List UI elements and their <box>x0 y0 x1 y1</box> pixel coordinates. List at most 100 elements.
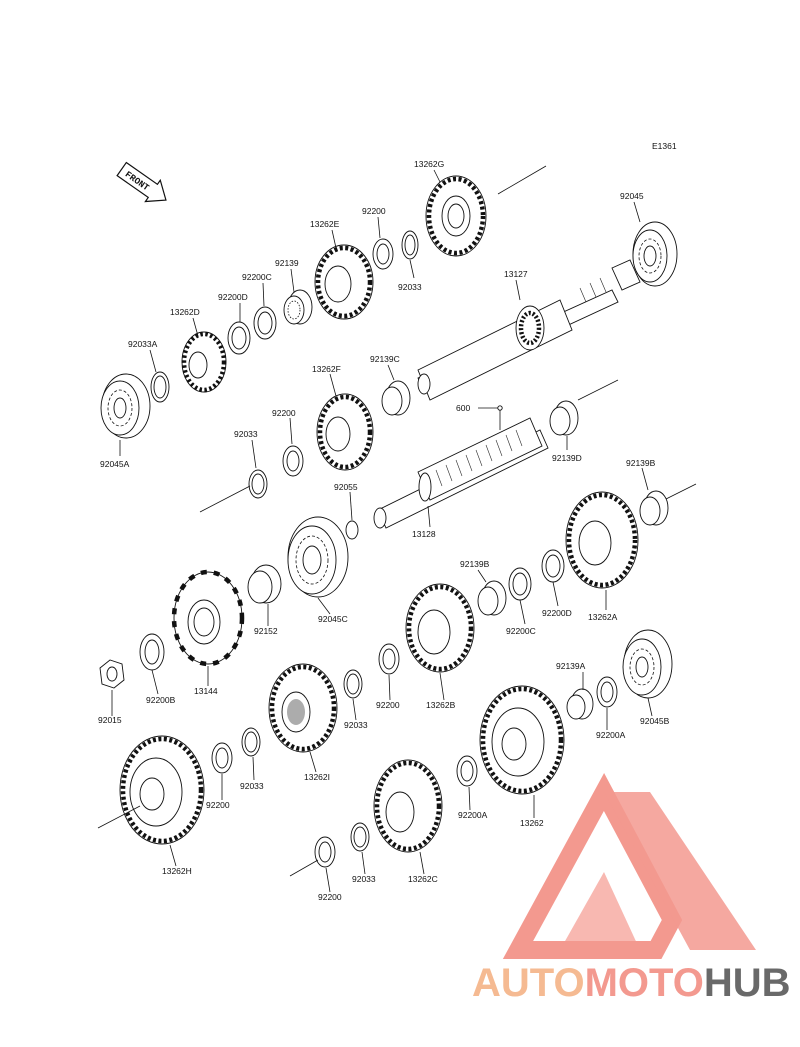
watermark-auto: AUTO <box>472 961 585 1005</box>
label-92015: 92015 <box>98 715 122 725</box>
part-labels: 13262G 92045 13262E 92200 92139 92200C 9… <box>98 159 670 902</box>
circlip-92033-center <box>343 669 363 699</box>
gear-13262A <box>565 491 639 589</box>
label-92200-bottom: 92200 <box>318 892 342 902</box>
washer-92200B <box>139 633 165 671</box>
washer-92200-mid <box>282 445 304 477</box>
label-92200D-right: 92200D <box>542 608 572 618</box>
label-13144: 13144 <box>194 686 218 696</box>
gear-13262D <box>181 331 227 393</box>
washer-92200-bottom <box>314 836 336 868</box>
circlip-92033-low <box>241 727 261 757</box>
washer-92200D-right <box>541 549 565 583</box>
label-13262E: 13262E <box>310 219 340 229</box>
gear-13262F <box>316 393 374 471</box>
bearing-92045A <box>100 373 151 439</box>
washer-92200-top <box>372 238 394 270</box>
label-92139B-mid: 92139B <box>460 559 490 569</box>
label-92139D: 92139D <box>552 453 582 463</box>
output-shaft-13127 <box>417 259 641 401</box>
label-92139A: 92139A <box>556 661 586 671</box>
label-13262C: 13262C <box>408 874 438 884</box>
watermark-hub: HUB <box>704 961 791 1005</box>
leader-lines <box>111 169 653 893</box>
label-92200C-right: 92200C <box>506 626 536 636</box>
label-92200C-top: 92200C <box>242 272 272 282</box>
bearing-92045B <box>622 629 673 699</box>
label-92033-mid: 92033 <box>234 429 258 439</box>
nut-92015 <box>99 659 125 689</box>
watermark-moto: MOTO <box>585 961 704 1005</box>
svg-text:AUTOMOTOHUB: AUTOMOTOHUB <box>472 961 791 1005</box>
collar-92152 <box>247 564 282 604</box>
label-92200-low: 92200 <box>206 800 230 810</box>
washer-92200A-low <box>456 755 478 787</box>
label-92139B-right: 92139B <box>626 458 656 468</box>
label-92200B: 92200B <box>146 695 176 705</box>
circlip-92033-bottom <box>350 822 370 852</box>
label-13262F: 13262F <box>312 364 341 374</box>
needle-bearing-92139C <box>381 380 411 416</box>
needle-bearing-92139B-right <box>639 490 669 526</box>
washer-92200-low <box>211 742 233 774</box>
label-13262G: 13262G <box>414 159 444 169</box>
washer-92200C-right <box>508 567 532 601</box>
label-92033-bottom: 92033 <box>352 874 376 884</box>
gear-13262G <box>425 175 487 257</box>
label-13262H: 13262H <box>162 866 192 876</box>
circlip-92033A <box>150 371 170 403</box>
label-92139-top: 92139 <box>275 258 299 268</box>
label-92200A-low: 92200A <box>458 810 488 820</box>
circlip-92033-top <box>401 230 419 260</box>
label-92045B: 92045B <box>640 716 670 726</box>
label-92200-mid: 92200 <box>272 408 296 418</box>
label-92033A: 92033A <box>128 339 158 349</box>
label-92055: 92055 <box>334 482 358 492</box>
label-13127: 13127 <box>504 269 528 279</box>
label-92033-center: 92033 <box>344 720 368 730</box>
label-600: 600 <box>456 403 470 413</box>
gear-13262I <box>268 663 338 753</box>
gear-13262 <box>479 685 565 795</box>
label-13262B: 13262B <box>426 700 456 710</box>
watermark-logo-icon <box>502 772 756 959</box>
washer-92200-center <box>378 643 400 675</box>
label-92045-top: 92045 <box>620 191 644 201</box>
sprocket-13144 <box>171 569 245 667</box>
gear-13262B <box>405 583 475 673</box>
o-ring-92055 <box>345 520 359 540</box>
washer-92200C-top <box>253 306 277 340</box>
label-13262A: 13262A <box>588 612 618 622</box>
needle-bearing-92139B-mid <box>477 580 507 616</box>
diagram-id: E1361 <box>652 141 677 151</box>
label-92139C: 92139C <box>370 354 400 364</box>
washer-92200D-top <box>227 321 251 355</box>
circlip-92033-mid <box>248 469 268 499</box>
automotohub-watermark: AUTOMOTOHUB <box>472 772 791 1005</box>
label-92033-top: 92033 <box>398 282 422 292</box>
gear-13262C <box>373 759 443 853</box>
bearing-92045 <box>632 221 678 287</box>
needle-bearing-92139 <box>283 289 313 325</box>
drive-shaft-13128 <box>373 417 549 529</box>
label-92200D-top: 92200D <box>218 292 248 302</box>
gear-13262H <box>119 735 205 845</box>
label-13262: 13262 <box>520 818 544 828</box>
label-13262I: 13262I <box>304 772 330 782</box>
label-92045A: 92045A <box>100 459 130 469</box>
label-92152: 92152 <box>254 626 278 636</box>
front-arrow-icon: FRONT <box>116 161 167 203</box>
label-13262D: 13262D <box>170 307 200 317</box>
label-92200A-right: 92200A <box>596 730 626 740</box>
washer-92200A-right <box>596 676 618 708</box>
needle-bearing-92139D <box>549 400 579 436</box>
needle-bearing-92139A <box>566 688 594 720</box>
label-92200-top: 92200 <box>362 206 386 216</box>
label-92033-low: 92033 <box>240 781 264 791</box>
label-13128: 13128 <box>412 529 436 539</box>
bearing-92045C <box>287 516 349 598</box>
label-92045C: 92045C <box>318 614 348 624</box>
label-92200-center: 92200 <box>376 700 400 710</box>
gear-13262E <box>314 244 374 320</box>
